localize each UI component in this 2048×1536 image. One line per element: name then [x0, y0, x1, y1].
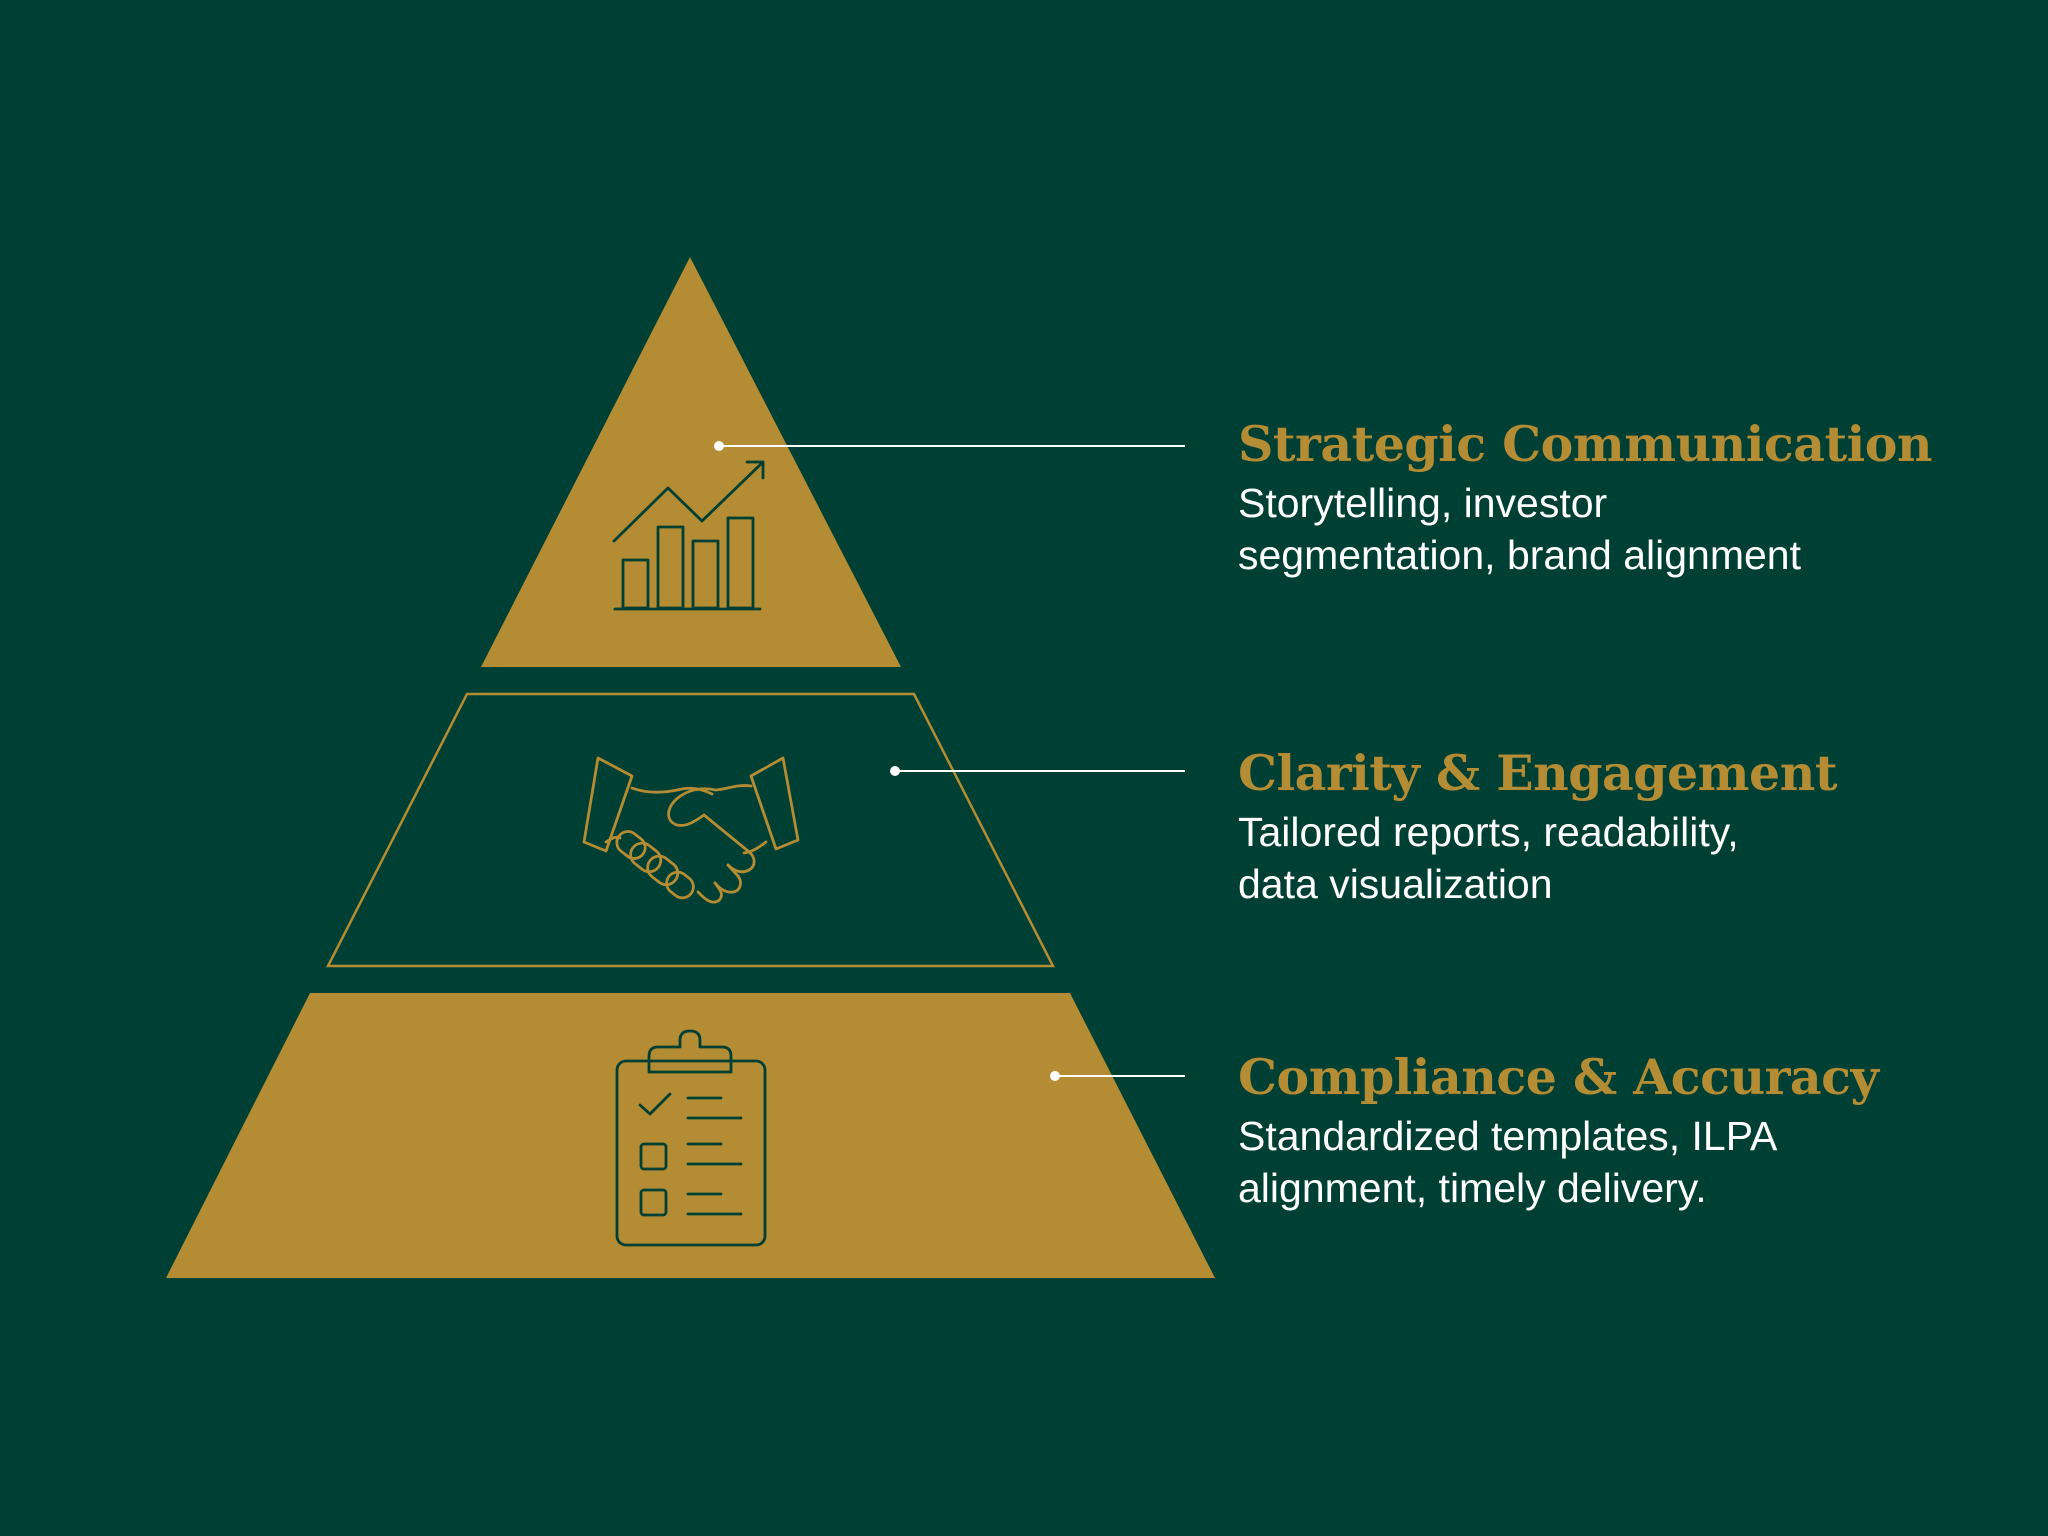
tier-label-compliance: Compliance & Accuracy Standardized templ…	[1238, 1046, 2018, 1214]
tier-description-strategic: Storytelling, investor segmentation, bra…	[1238, 477, 2018, 581]
connector-strategic	[714, 441, 1185, 451]
pyramid-tier-middle	[325, 692, 1056, 968]
tier-description-clarity: Tailored reports, readability, data visu…	[1238, 806, 2018, 910]
tier-description-compliance: Standardized templates, ILPA alignment, …	[1238, 1110, 2018, 1214]
tier-title-strategic: Strategic Communication	[1238, 415, 1933, 473]
bar-chart-trend-icon	[612, 460, 765, 611]
description-line: Storytelling, investor	[1238, 480, 1608, 526]
tier-label-clarity: Clarity & Engagement Tailored reports, r…	[1238, 742, 2018, 910]
tier-label-strategic: Strategic Communication Storytelling, in…	[1238, 413, 2018, 581]
pyramid-tier-bottom	[166, 993, 1215, 1278]
description-line: segmentation, brand alignment	[1238, 532, 1801, 578]
description-line: Tailored reports, readability,	[1238, 809, 1739, 855]
tier-top-shape	[481, 257, 901, 667]
clipboard-checklist-icon	[615, 1029, 767, 1247]
tier-title-clarity: Clarity & Engagement	[1238, 744, 1837, 802]
description-line: Standardized templates, ILPA	[1238, 1113, 1778, 1159]
connector-clarity	[890, 766, 1185, 776]
description-line: data visualization	[1238, 861, 1553, 907]
handshake-icon	[582, 756, 800, 904]
tier-bottom-shape	[166, 993, 1215, 1278]
description-line: alignment, timely delivery.	[1238, 1165, 1707, 1211]
connector-dot	[890, 766, 900, 776]
tier-middle-shape	[325, 692, 1056, 968]
connector-dot	[1050, 1071, 1060, 1081]
tier-title-compliance: Compliance & Accuracy	[1238, 1048, 1879, 1106]
connector-dot	[714, 441, 724, 451]
pyramid-tier-top	[481, 257, 901, 667]
connector-compliance	[1050, 1071, 1185, 1081]
